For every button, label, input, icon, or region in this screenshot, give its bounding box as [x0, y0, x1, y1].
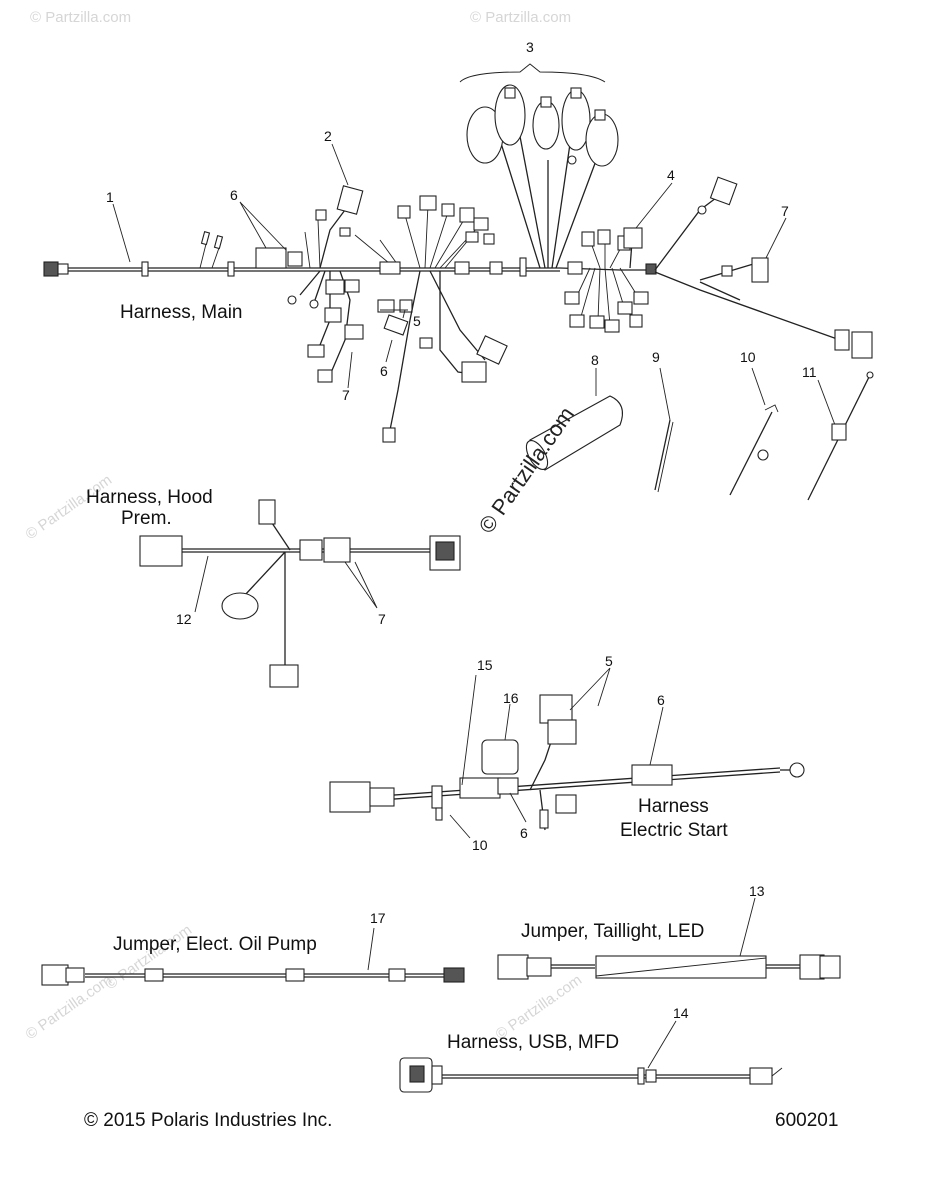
callout-10-es: 10 [472, 837, 488, 853]
callout-2: 2 [324, 128, 332, 144]
es-fuse-holder [459, 777, 501, 799]
callout-6-es-top: 6 [657, 692, 665, 708]
spark-plug-boots [466, 84, 619, 269]
connector-7-right [751, 257, 769, 283]
es-connector-left [329, 781, 371, 813]
part-10-clip-top [729, 367, 779, 496]
callout-1: 1 [106, 189, 114, 205]
callout-13-leader [739, 897, 756, 957]
hood-harness [139, 499, 461, 688]
electric-start-harness [329, 694, 805, 831]
callout-5-main: 5 [413, 313, 421, 329]
callout-15: 15 [477, 657, 493, 673]
callout-6-es-top-leader [649, 706, 664, 766]
callout-14: 14 [673, 1005, 689, 1021]
main-harness-end-connector [43, 261, 59, 277]
watermark-top-center: © Partzilla.com [470, 9, 571, 26]
callout-10-top: 10 [740, 349, 756, 365]
callout-6-main-top: 6 [230, 187, 238, 203]
main-leaders [112, 143, 787, 389]
callout-15-leader [461, 674, 477, 786]
callout-17: 17 [370, 910, 386, 926]
label-harness-usb: Harness, USB, MFD [447, 1032, 619, 1053]
harness-usb [399, 1057, 783, 1093]
callout-7-main-bottom: 7 [342, 387, 350, 403]
callout-5-es-leader [569, 667, 611, 711]
watermark-top-left: © Partzilla.com [30, 9, 131, 26]
label-harness-hood-line1: Harness, Hood [86, 487, 213, 508]
label-harness-main: Harness, Main [120, 302, 243, 323]
watermark-partzilla-large: © Partzilla.com [474, 402, 580, 538]
callout-4: 4 [667, 167, 675, 183]
connector-2 [336, 185, 364, 215]
footer-diagram-id: 600201 [775, 1110, 838, 1131]
callout-12: 12 [176, 611, 192, 627]
callout-6-es-bottom-leader [509, 792, 527, 823]
callout-13: 13 [749, 883, 765, 899]
connector-lower-mid [476, 335, 508, 365]
label-harness-es-line2: Electric Start [620, 820, 728, 841]
jumper-oil-pump [41, 964, 465, 986]
callout-7-main-right: 7 [781, 203, 789, 219]
watermark-oil-pump: © Partzilla.com [103, 921, 196, 993]
es-fuse-cap [481, 739, 519, 775]
callout-6-es-bottom: 6 [520, 825, 528, 841]
callout-9: 9 [652, 349, 660, 365]
callout-6-main-bottom: 6 [380, 363, 388, 379]
label-jumper-taillight: Jumper, Taillight, LED [521, 921, 704, 942]
callout-7-hood: 7 [378, 611, 386, 627]
es-relay [631, 764, 673, 786]
part-8-sleeve [525, 368, 623, 471]
main-harness [43, 63, 873, 443]
label-jumper-oil-pump: Jumper, Elect. Oil Pump [113, 934, 317, 955]
callout-8: 8 [591, 352, 599, 368]
callout-14-leader [647, 1020, 677, 1069]
label-harness-es-line1: Harness [638, 796, 709, 817]
relay-block [255, 247, 287, 269]
callout-10-es-leader [449, 814, 471, 839]
callout-5-es: 5 [605, 653, 613, 669]
callout-11: 11 [802, 364, 817, 380]
label-harness-hood-line2: Prem. [121, 508, 172, 529]
callout-12-leader [194, 555, 209, 613]
hood-connector-left [139, 535, 183, 567]
footer-copyright: © 2015 Polaris Industries Inc. [84, 1110, 332, 1131]
hood-round-connector [221, 592, 259, 620]
part-11-tie-mount [807, 371, 874, 501]
callout-3: 3 [526, 39, 534, 55]
jumper-taillight [497, 954, 841, 980]
callout-17-leader [367, 927, 375, 971]
callout-3-bracket [459, 63, 606, 83]
part-9-tie [654, 367, 674, 493]
callout-16: 16 [503, 690, 519, 706]
callout-7-hood-leader [344, 561, 378, 609]
connector-4 [623, 227, 643, 249]
callout-16-leader [504, 703, 511, 741]
